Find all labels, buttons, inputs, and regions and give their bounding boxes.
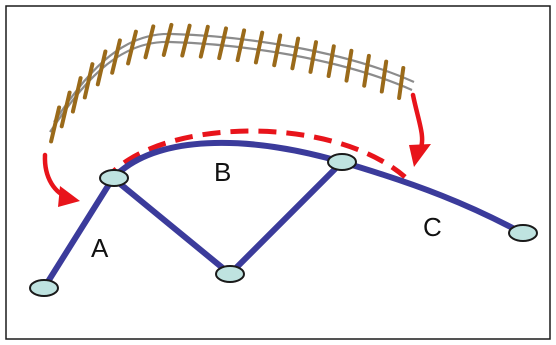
track-tie: [110, 38, 122, 75]
node-right: [327, 153, 357, 171]
track-tie: [70, 76, 83, 114]
track-tie: [217, 26, 228, 61]
track-tie: [290, 36, 301, 71]
label-a: A: [91, 233, 109, 263]
diagram-frame: [5, 5, 551, 340]
track-tie: [397, 66, 406, 100]
right-arrow: [409, 92, 431, 167]
left-arrowhead: [58, 186, 80, 207]
track-ties: [49, 22, 406, 144]
track-tie: [344, 48, 354, 83]
track-tie: [253, 30, 265, 65]
node-bottom-left: [29, 279, 59, 297]
track-tie: [379, 59, 389, 94]
track-tie: [326, 44, 336, 78]
track-tie: [161, 22, 174, 57]
node-end: [508, 224, 538, 242]
track-tie: [198, 24, 210, 59]
track-tie: [180, 23, 192, 58]
label-b: B: [214, 157, 231, 187]
track-tie: [143, 24, 156, 60]
track-tie: [49, 105, 62, 144]
dashed-red-curve: [101, 128, 407, 184]
track-tie: [59, 90, 72, 129]
track-tie: [126, 29, 138, 66]
label-c: C: [423, 212, 442, 242]
track-rail-lower: [49, 40, 413, 133]
left-arrow: [42, 152, 80, 207]
track-tie: [272, 33, 283, 68]
node-left: [99, 169, 129, 187]
track-tie: [362, 53, 371, 88]
track-tie: [82, 62, 95, 100]
track-illustration: [49, 22, 415, 144]
track-tie: [235, 28, 247, 63]
blue-polyline: [41, 159, 345, 291]
right-arrowhead: [409, 144, 431, 167]
track-tie: [95, 49, 108, 87]
track-tie: [308, 40, 318, 74]
node-bottom-middle: [215, 265, 245, 283]
